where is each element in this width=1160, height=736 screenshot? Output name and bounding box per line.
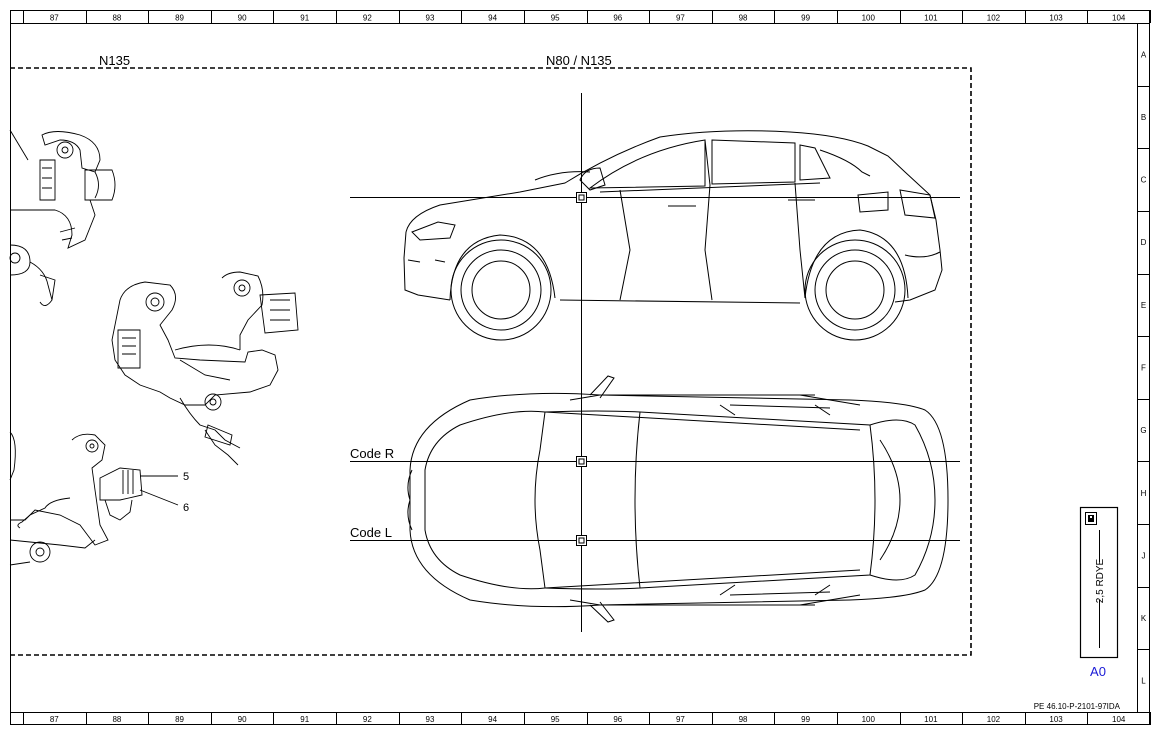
row-letter: L [1141,677,1146,686]
row-letter: B [1141,113,1146,122]
position-marker-code-r [576,456,587,467]
column-number: 94 [488,715,497,724]
column-number: 93 [426,715,435,724]
right-row-ruler: A B C D E F G H J K L [1137,50,1150,686]
column-number: 103 [1049,14,1063,23]
label-code-r: Code R [350,446,394,461]
column-number: 87 [50,14,59,23]
component-boundary [10,67,972,656]
row-letter: A [1141,50,1147,59]
column-number: 93 [426,14,435,23]
label-n135: N135 [99,53,130,68]
column-number: 91 [300,14,309,23]
position-marker-code-l [576,535,587,546]
bottom-column-ruler: 87 88 89 90 91 92 93 94 95 96 97 98 99 100 101 102 103 10… [23,712,1151,725]
column-number: 95 [551,14,560,23]
row-letter: E [1141,301,1146,310]
position-marker-n80 [576,192,587,203]
info-icon [1085,512,1097,525]
column-number: 98 [739,715,748,724]
column-number: 104 [1112,14,1126,23]
column-number: 87 [50,715,59,724]
column-number: 90 [238,715,247,724]
position-lines [350,93,960,632]
column-number: 97 [676,14,685,23]
column-number: 89 [175,14,184,23]
column-number: 96 [613,14,622,23]
column-number: 104 [1112,715,1126,724]
column-number: 100 [862,14,876,23]
column-number: 97 [676,715,685,724]
row-letter: K [1141,614,1147,623]
column-number: 88 [112,715,121,724]
column-number: 102 [987,715,1001,724]
car-top-view [407,375,949,623]
column-number: 99 [801,715,810,724]
column-number: 94 [488,14,497,23]
callout-6: 6 [183,502,189,514]
label-n80-n135: N80 / N135 [546,53,612,68]
column-number: 103 [1049,715,1063,724]
wire-spec: 2,5 RDYE [1095,558,1106,603]
row-letter: H [1141,489,1147,498]
label-code-l: Code L [350,525,392,540]
steering-module-illustration [9,129,299,566]
column-number: 89 [175,715,184,724]
column-number: 96 [613,715,622,724]
row-letter: J [1142,551,1146,560]
column-number: 92 [363,14,372,23]
column-number: 98 [739,14,748,23]
column-number: 91 [300,715,309,724]
top-column-ruler: 87 88 89 90 91 92 93 94 95 96 97 98 99 100 101 102 103 10… [23,10,1151,23]
pin-label-a0: A0 [1090,664,1106,679]
frame [10,10,1150,725]
car-side-view [403,130,943,341]
row-letter: G [1140,426,1146,435]
column-number: 90 [238,14,247,23]
column-number: 101 [924,715,938,724]
document-id: PE 46.10-P-2101-97IDA [1034,702,1121,711]
column-number: 95 [551,715,560,724]
row-letter: F [1141,364,1146,373]
row-letter: D [1141,238,1147,247]
column-number: 101 [924,14,938,23]
wire-box: 2,5 RDYE [1079,506,1119,659]
column-number: 88 [112,14,121,23]
row-letter: C [1141,176,1147,185]
column-number: 102 [987,14,1001,23]
column-number: 92 [363,715,372,724]
column-number: 99 [801,14,810,23]
callout-5: 5 [183,471,189,483]
column-number: 100 [862,715,876,724]
